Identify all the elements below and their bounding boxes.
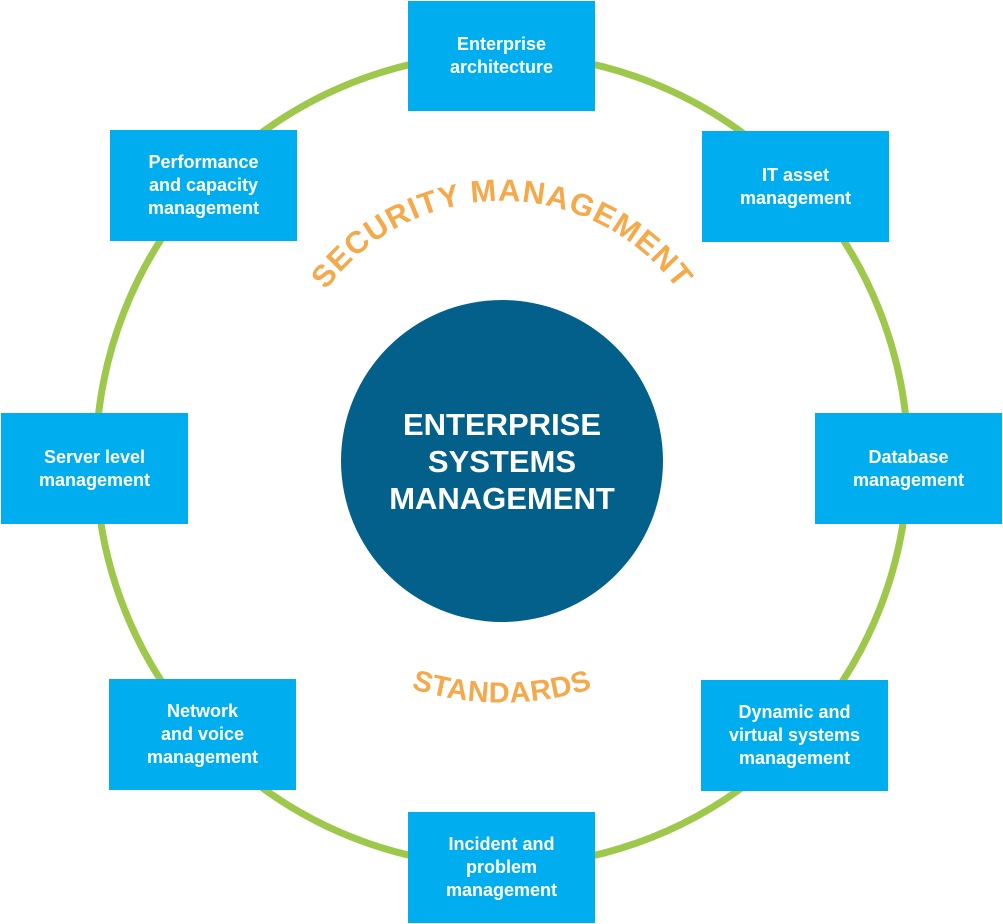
node-incident-problem-management: Incident and problem management [408,812,595,923]
security-management-label: SECURITY MANAGEMENT [304,173,700,295]
node-it-asset-management: IT asset management [702,131,889,242]
node-network-voice-management: Network and voice management [109,679,296,790]
node-enterprise-architecture: Enterprise architecture [408,1,595,111]
center-title: ENTERPRISE SYSTEMS MANAGEMENT [389,406,615,516]
node-server-level-management: Server level management [1,413,188,524]
standards-label: STANDARDS [409,665,595,710]
center-circle [341,300,663,622]
node-database-management: Database management [815,413,1002,524]
standards-text: STANDARDS [409,665,594,710]
node-dynamic-virtual-systems-management: Dynamic and virtual systems management [701,680,888,791]
node-performance-capacity-management: Performance and capacity management [110,130,297,241]
security-management-text: SECURITY MANAGEMENT [304,173,699,295]
